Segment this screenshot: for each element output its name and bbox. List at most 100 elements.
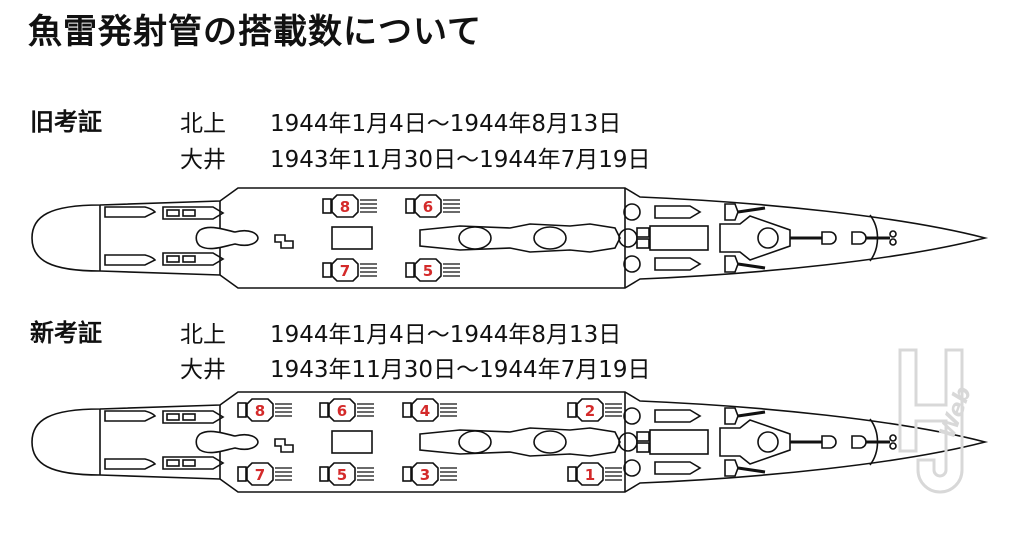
- tube-mount-octagon: [576, 398, 604, 422]
- tube-mount-octagon: [414, 258, 442, 282]
- searchlight-icon: [623, 407, 641, 425]
- torpedo-tube-mount: 1: [567, 462, 622, 486]
- period: 1944年1月4日～1944年8月13日: [270, 322, 622, 348]
- watermark-logo: Web: [898, 348, 977, 494]
- tube-breech: [237, 466, 247, 482]
- torpedo-tube-mount: 8: [237, 398, 292, 422]
- ship-name: 大井: [180, 147, 226, 173]
- torpedo-tube-mount: 6: [405, 194, 460, 218]
- aft-gun-mount-icon: [195, 430, 259, 454]
- boat-icon: [104, 458, 157, 470]
- aa-barrel: [737, 410, 766, 418]
- torpedo-tube-mount: 3: [402, 462, 457, 486]
- aa-gun-icon: [724, 255, 739, 273]
- funnel-deck-icon: [419, 427, 621, 457]
- hatch: [182, 459, 196, 467]
- searchlight-icon: [623, 255, 641, 273]
- svg-text:Web: Web: [935, 383, 977, 442]
- funnel-icon: [458, 430, 492, 454]
- hatch: [166, 209, 180, 217]
- tube-breech: [402, 402, 412, 418]
- hatch: [636, 431, 650, 442]
- capstan-icon: [851, 231, 867, 245]
- hatch: [636, 238, 650, 249]
- hawse-icon: [889, 442, 897, 450]
- tube-number-label: 5: [337, 466, 347, 484]
- hawse-icon: [889, 230, 897, 238]
- ship-name: 大井: [180, 357, 226, 383]
- hatch: [166, 459, 180, 467]
- torpedo-tube-mount: 4: [402, 398, 457, 422]
- torpedo-tube-mount: 8: [322, 194, 377, 218]
- torpedo-tube-mount: 2: [567, 398, 622, 422]
- hatch: [182, 413, 196, 421]
- aa-barrel: [737, 466, 766, 474]
- launch-icon: [162, 456, 225, 470]
- tube-number-label: 6: [337, 402, 347, 420]
- launch-icon: [162, 410, 225, 424]
- torpedo-tube-mount: 7: [237, 462, 292, 486]
- torpedo-tube-mount: 7: [322, 258, 377, 282]
- ship-name: 北上: [180, 111, 226, 137]
- tube-number-label: 4: [420, 402, 430, 420]
- aa-barrel: [737, 206, 766, 214]
- tube-breech: [567, 402, 577, 418]
- boat-icon: [104, 206, 157, 218]
- period: 1943年11月30日～1944年7月19日: [270, 147, 651, 173]
- bridge-icon: [719, 419, 791, 465]
- tube-number-label: 7: [340, 262, 350, 280]
- aa-barrel: [737, 262, 766, 270]
- capstan-icon: [821, 231, 837, 245]
- boat-icon: [654, 409, 702, 423]
- deckhouse-icon: [331, 226, 373, 250]
- tube-mount-octagon: [246, 398, 274, 422]
- mast-icon: [618, 228, 638, 248]
- tube-number-label: 3: [420, 466, 430, 484]
- capstan-icon: [821, 435, 837, 449]
- section-label-new: 新考証: [30, 319, 102, 347]
- tube-number-label: 8: [255, 402, 265, 420]
- tube-breech: [319, 402, 329, 418]
- boat-icon: [104, 410, 157, 422]
- page-title: 魚雷発射管の搭載数について: [28, 12, 482, 52]
- launch-icon: [162, 252, 225, 266]
- bridge-icon: [719, 215, 791, 261]
- ship-diagram-new: 8 6 4 2 7 5 3 1: [31, 391, 989, 493]
- ship-name: 北上: [180, 322, 226, 348]
- hatch: [636, 442, 650, 453]
- hatch: [182, 255, 196, 263]
- aa-gun-icon: [724, 459, 739, 477]
- tube-mount-octagon: [246, 462, 274, 486]
- tube-number-label: 5: [423, 262, 433, 280]
- tube-number-label: 7: [255, 466, 265, 484]
- tube-number-label: 6: [423, 198, 433, 216]
- aa-gun-icon: [724, 203, 739, 221]
- hatch: [166, 255, 180, 263]
- tube-mount-octagon: [414, 194, 442, 218]
- tube-mount-octagon: [576, 462, 604, 486]
- searchlight-icon: [623, 459, 641, 477]
- hawse-icon: [889, 238, 897, 246]
- launch-icon: [162, 206, 225, 220]
- period: 1943年11月30日～1944年7月19日: [270, 357, 651, 383]
- ship-diagram-old: 8 6 7 5: [31, 187, 989, 289]
- tube-breech: [237, 402, 247, 418]
- fwd-gun-icon: [757, 227, 779, 249]
- tube-mount-octagon: [331, 194, 359, 218]
- tube-mount-octagon: [328, 398, 356, 422]
- funnel-icon: [533, 226, 567, 250]
- boat-icon: [654, 461, 702, 475]
- torpedo-tube-mount: 5: [319, 462, 374, 486]
- tube-mount-octagon: [411, 398, 439, 422]
- funnel-icon: [533, 430, 567, 454]
- vent-icon: [274, 438, 294, 453]
- mast-icon: [618, 432, 638, 452]
- tube-number-label: 2: [585, 402, 595, 420]
- tube-breech: [319, 466, 329, 482]
- funnel-deck-icon: [419, 223, 621, 253]
- aa-gun-icon: [724, 407, 739, 425]
- tube-number-label: 1: [585, 466, 595, 484]
- torpedo-tube-mount: 6: [319, 398, 374, 422]
- tube-number-label: 8: [340, 198, 350, 216]
- section-label-old: 旧考証: [30, 108, 102, 136]
